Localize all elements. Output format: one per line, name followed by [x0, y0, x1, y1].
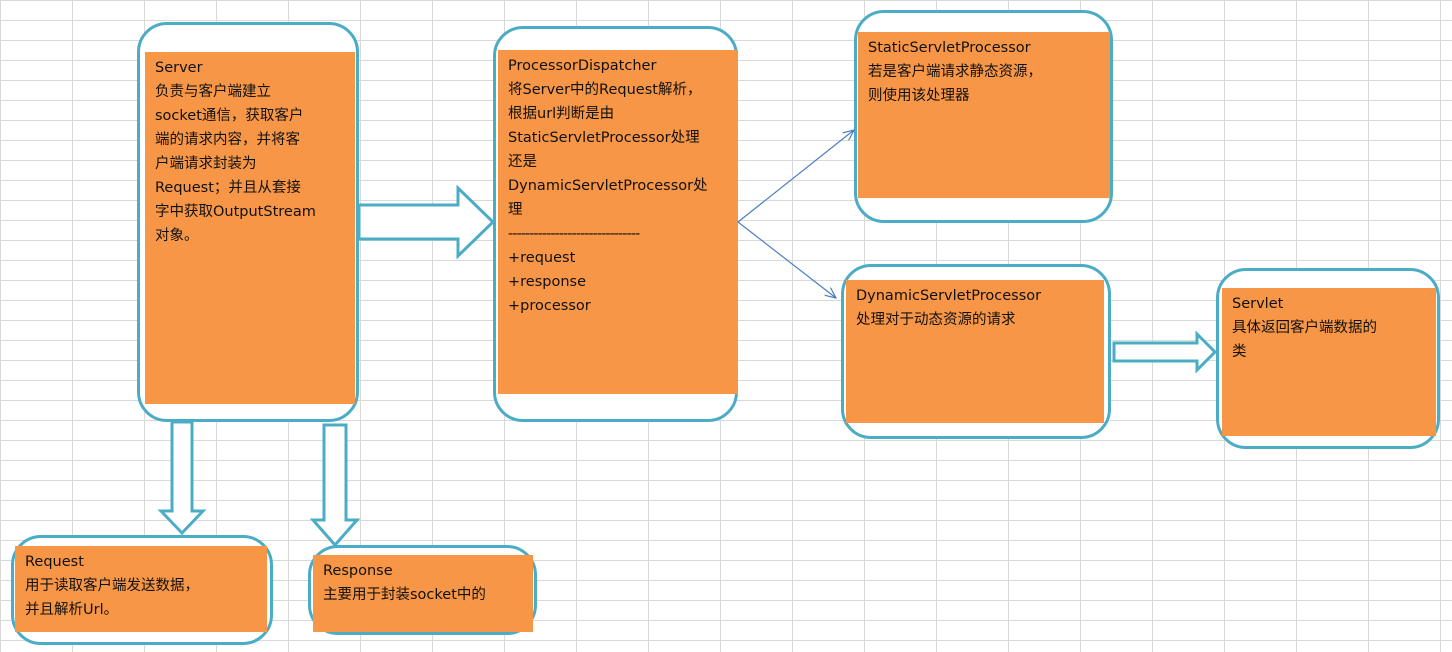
dynamic-processor-node: DynamicServletProcessor 处理对于动态资源的请求: [846, 280, 1104, 423]
dispatcher-separator: -------------------------------: [508, 226, 640, 242]
dynamic-processor-title: DynamicServletProcessor: [856, 288, 1042, 304]
dispatcher-description: 将Server中的Request解析， 根据url判断是由 StaticServ…: [508, 82, 708, 218]
dispatcher-to-dynamic-connector: [737, 221, 836, 298]
servlet-description: 具体返回客户端数据的 类: [1232, 320, 1377, 360]
dispatcher-attr-response: +response: [508, 274, 587, 290]
request-title: Request: [25, 554, 84, 570]
dispatcher-title: ProcessorDispatcher: [508, 58, 657, 74]
dispatcher-node: ProcessorDispatcher 将Server中的Request解析， …: [498, 50, 738, 394]
static-processor-node: StaticServletProcessor 若是客户端请求静态资源， 则使用该…: [858, 32, 1110, 198]
static-processor-description: 若是客户端请求静态资源， 则使用该处理器: [868, 64, 1042, 104]
server-description: 负责与客户端建立 socket通信，获取客户 端的请求内容，并将客 户端请求封装…: [155, 84, 316, 244]
dispatcher-attr-processor: +processor: [508, 298, 591, 314]
server-node: Server 负责与客户端建立 socket通信，获取客户 端的请求内容，并将客…: [145, 52, 355, 404]
static-processor-title: StaticServletProcessor: [868, 40, 1031, 56]
dispatcher-to-static-connector: [737, 130, 854, 223]
server-to-response-arrow: [309, 423, 361, 548]
servlet-node: Servlet 具体返回客户端数据的 类: [1222, 288, 1436, 436]
server-to-request-arrow: [157, 420, 207, 536]
request-node: Request 用于读取客户端发送数据， 并且解析Url。: [15, 546, 267, 632]
response-title: Response: [323, 563, 393, 579]
dynamic-to-servlet-arrow: [1112, 330, 1218, 374]
server-title: Server: [155, 60, 203, 76]
response-node: Response 主要用于封装socket中的: [313, 555, 533, 632]
dynamic-processor-description: 处理对于动态资源的请求: [856, 312, 1016, 328]
response-description: 主要用于封装socket中的: [323, 587, 486, 603]
request-description: 用于读取客户端发送数据， 并且解析Url。: [25, 578, 199, 618]
dispatcher-attr-request: +request: [508, 250, 576, 266]
server-to-dispatcher-arrow: [357, 184, 496, 260]
servlet-title: Servlet: [1232, 296, 1284, 312]
